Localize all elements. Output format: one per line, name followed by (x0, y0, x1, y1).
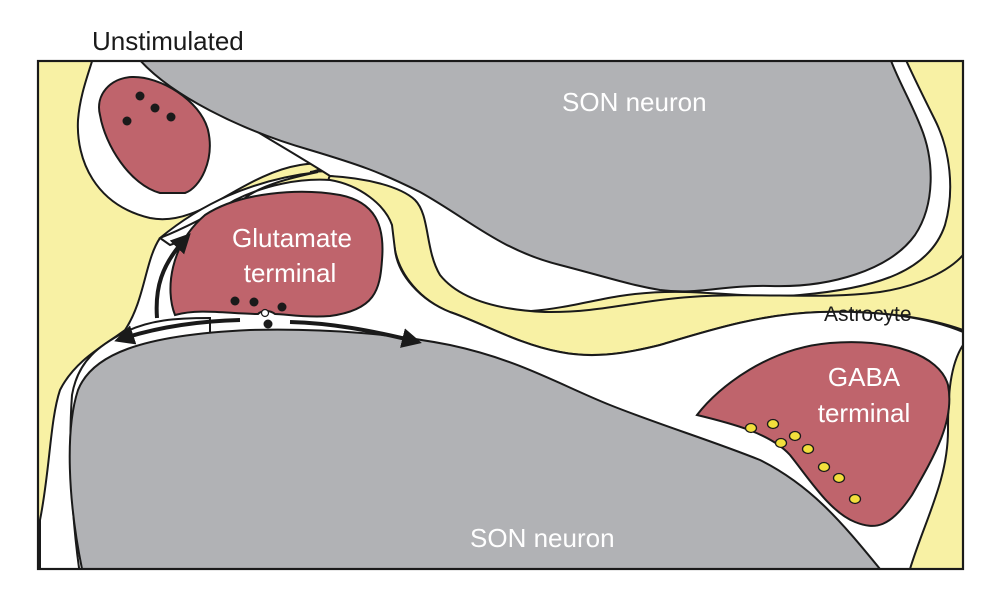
vesicles-gaba-terminal (744, 418, 862, 505)
glutamate-terminal (169, 190, 384, 318)
vesicles-upper-terminal (122, 91, 176, 126)
vesicle (122, 116, 132, 126)
son-neuron-bottom (68, 328, 882, 569)
diagram-body: SON neuron SON neuron Glutamate terminal… (38, 61, 963, 569)
released-vesicle (263, 319, 273, 329)
figure-title: Unstimulated (92, 26, 244, 56)
vesicle (788, 430, 802, 442)
diffusion-arrows (114, 233, 422, 348)
figure-frame (36, 59, 965, 571)
label-son-neuron-bottom: SON neuron (470, 523, 615, 553)
vesicle (150, 103, 160, 113)
label-son-neuron-top: SON neuron (562, 87, 707, 117)
label-glutamate-line2: terminal (244, 258, 336, 288)
vesicle (230, 296, 240, 306)
vesicle (766, 418, 780, 430)
vesicle (801, 443, 815, 455)
vesicle (817, 461, 831, 473)
label-gaba-line2: terminal (818, 398, 910, 428)
label-glutamate-line1: Glutamate (232, 223, 352, 253)
vesicle (135, 91, 145, 101)
arrow-left (114, 318, 241, 345)
vesicle (744, 422, 758, 434)
label-gaba-line1: GABA (828, 362, 901, 392)
vesicle (277, 302, 287, 312)
vesicle (249, 297, 259, 307)
vesicles-glutamate-terminal (230, 296, 287, 329)
gaba-terminal (695, 341, 951, 527)
arrow-up-left (154, 233, 191, 319)
vesicle (774, 437, 788, 449)
vesicle (832, 472, 846, 484)
arrow-right (289, 320, 422, 348)
vesicle (848, 493, 862, 505)
terminal-upper (98, 75, 211, 194)
fusion-pore (260, 308, 270, 318)
label-astrocyte: Astrocyte (824, 303, 912, 326)
vesicle (166, 112, 176, 122)
son-neuron-top (139, 61, 932, 293)
